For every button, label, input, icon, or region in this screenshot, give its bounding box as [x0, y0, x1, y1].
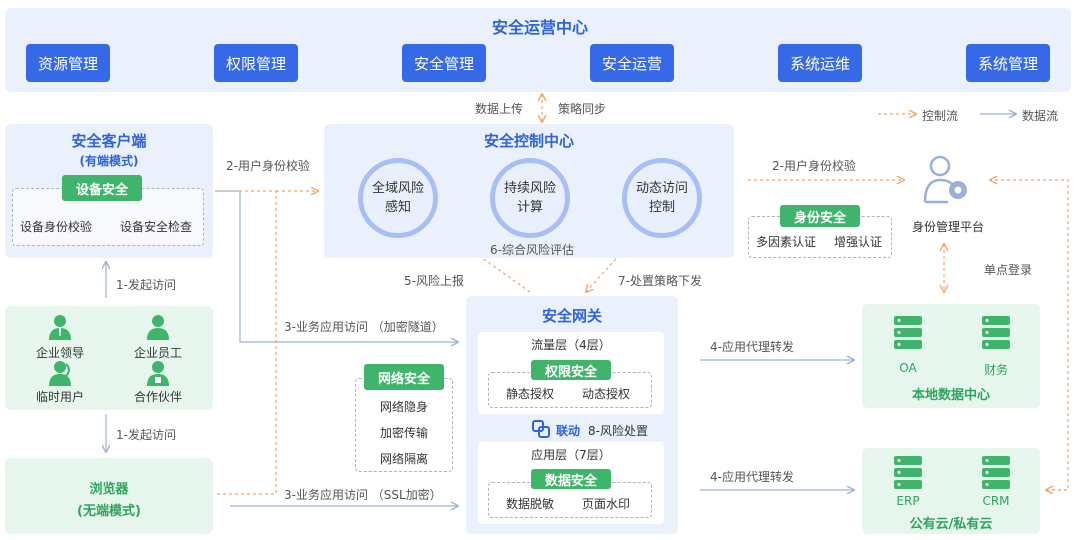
static-auth-item: 静态授权: [506, 387, 555, 401]
data-upload-label: 数据上传: [475, 102, 524, 116]
server-icon: [982, 316, 1010, 353]
device-identity-check: 设备身份校验: [20, 220, 93, 234]
soc-button-system-ops[interactable]: 系统运维: [778, 44, 862, 82]
network-security-badge: 网络安全: [364, 364, 444, 390]
server-crm-label: CRM: [982, 494, 1010, 508]
linkage-label: 联动: [556, 424, 581, 438]
initiate-access-label-1: 1-发起访问: [116, 278, 176, 292]
legend-data-label: 数据流: [1022, 109, 1059, 123]
dynamic-auth-item: 动态授权: [582, 387, 631, 401]
risk-dispose-label: 8-风险处置: [588, 424, 648, 438]
sso-label: 单点登录: [984, 263, 1033, 277]
device-security-check: 设备安全检查: [120, 220, 193, 234]
server-oa-label: OA: [899, 361, 917, 375]
soc-button-system-mgmt[interactable]: 系统管理: [966, 44, 1050, 82]
policy-sync-label: 策略同步: [558, 102, 607, 116]
server-icon: [894, 456, 922, 493]
risk-perception-line1: 全域风险: [371, 180, 424, 196]
security-client-title: 安全客户端: [71, 132, 147, 150]
server-icon: [982, 456, 1010, 493]
identity-security-badge: 身份安全: [780, 205, 860, 227]
cloud-panel: [862, 448, 1040, 534]
initiate-access-label-2: 1-发起访问: [116, 428, 176, 442]
access-control-line1: 动态访问: [635, 180, 688, 196]
enhanced-auth-item: 增强认证: [834, 235, 883, 249]
cloud-title: 公有云/私有云: [909, 517, 993, 532]
risk-perception-line2: 感知: [384, 200, 411, 215]
user-partner-label: 合作伙伴: [133, 390, 182, 404]
partner-icon: [146, 360, 170, 389]
control-center-title: 安全控制中心: [483, 132, 574, 150]
proxy-forward-label-1: 4-应用代理转发: [710, 340, 794, 354]
risk-calculation-circle: 持续风险计算: [490, 158, 570, 238]
server-finance-label: 财务: [983, 363, 1008, 377]
browser-title: 浏览器: [89, 482, 129, 497]
server-icon: [894, 316, 922, 353]
device-security-badge: 设备安全: [62, 175, 142, 201]
local-dc-panel: [862, 304, 1040, 408]
soc-button-resource[interactable]: 资源管理: [26, 44, 110, 82]
risk-report-label: 5-风险上报: [404, 274, 464, 288]
auth-check-left-label: 2-用户身份校验: [226, 159, 310, 173]
temp-user-icon: [48, 360, 74, 389]
data-masking-item: 数据脱敏: [506, 497, 555, 511]
server-erp-label: ERP: [896, 494, 920, 508]
auth-check-right-label: 2-用户身份校验: [772, 159, 856, 173]
soc-button-security-ops[interactable]: 安全运营: [590, 44, 674, 82]
security-client-subtitle: (有端模式): [79, 154, 139, 168]
network-hide-item: 网络隐身: [379, 400, 428, 414]
user-temp-label: 临时用户: [35, 390, 84, 404]
soc-title: 安全运营中心: [491, 18, 588, 37]
proxy-forward-label-2: 4-应用代理转发: [710, 470, 794, 484]
access-control-circle: 动态访问控制: [622, 158, 702, 238]
risk-eval-label: 6-综合风险评估: [490, 243, 574, 257]
users-panel: [5, 306, 213, 410]
soc-button-permission[interactable]: 权限管理: [214, 44, 298, 82]
encrypted-transfer-item: 加密传输: [379, 426, 428, 440]
user-employee-label: 企业员工: [133, 346, 182, 360]
data-security-badge: 数据安全: [531, 469, 611, 489]
mfa-item: 多因素认证: [756, 235, 817, 249]
employee-icon: [146, 314, 170, 343]
risk-calculation-line2: 计算: [516, 200, 543, 215]
app-layer-label: 应用层（7层）: [531, 448, 611, 462]
access-control-line2: 控制: [648, 200, 675, 215]
browser-panel: [5, 458, 213, 534]
browser-subtitle: (无端模式): [77, 504, 141, 519]
identity-platform-icon: [922, 154, 972, 209]
network-isolation-item: 网络隔离: [379, 452, 428, 466]
security-gateway-title: 安全网关: [541, 307, 602, 325]
legend-control-label: 控制流: [922, 109, 959, 123]
soc-panel: [5, 8, 1071, 92]
app-access-tunnel-label: 3-业务应用访问 （加密隧道）: [284, 320, 444, 334]
leader-icon: [48, 314, 72, 343]
dispose-policy-label: 7-处置策略下发: [618, 274, 702, 288]
identity-platform-label: 身份管理平台: [911, 220, 984, 234]
permission-security-badge: 权限安全: [531, 360, 611, 380]
traffic-layer-label: 流量层（4层）: [531, 338, 611, 352]
soc-button-security-mgmt[interactable]: 安全管理: [402, 44, 486, 82]
user-leader-label: 企业领导: [35, 346, 84, 360]
app-access-ssl-label: 3-业务应用访问 （SSL加密）: [284, 488, 442, 502]
risk-perception-circle: 全域风险感知: [358, 158, 438, 238]
watermark-item: 页面水印: [582, 497, 631, 511]
linkage-icon: [532, 420, 550, 441]
local-dc-title: 本地数据中心: [911, 388, 990, 403]
risk-calculation-line1: 持续风险: [503, 180, 556, 196]
